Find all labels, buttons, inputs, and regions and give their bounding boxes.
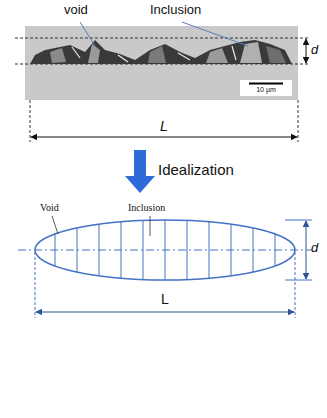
inclusion-band xyxy=(30,40,292,64)
dashed-guides xyxy=(35,252,295,318)
center-axis xyxy=(18,250,312,251)
scale-bar-ground xyxy=(240,80,292,96)
down-arrow xyxy=(125,150,155,193)
inclusion-facet xyxy=(240,42,262,63)
callout-label: Inclusion xyxy=(150,3,201,17)
dimension-label: d xyxy=(311,241,318,255)
callout-label: Void xyxy=(40,202,59,213)
dimension-label: L xyxy=(158,119,170,134)
scale-label: 10 µm xyxy=(256,86,276,94)
inclusion-facet xyxy=(266,46,286,63)
dimension-d xyxy=(306,39,307,63)
inclusion-facet xyxy=(206,48,228,63)
leader-lines xyxy=(80,22,248,46)
idealized-inclusion xyxy=(18,215,312,285)
leader-lines xyxy=(52,216,150,236)
inclusion-facet xyxy=(50,48,66,63)
dimension-label: L xyxy=(159,292,171,307)
dimension-l xyxy=(36,312,294,313)
step-label: Idealization xyxy=(158,162,234,179)
callout-label: Inclusion xyxy=(128,202,165,213)
scale-bar xyxy=(249,83,283,85)
dashed-guides xyxy=(15,38,308,142)
void-crack xyxy=(72,46,236,62)
micrograph-ground xyxy=(25,26,298,100)
dimension-label: d xyxy=(311,43,318,57)
dimension-l xyxy=(31,137,297,138)
dimension-d xyxy=(306,221,307,279)
callout-label: void xyxy=(64,3,88,17)
extension-ticks xyxy=(285,220,312,280)
micrograph xyxy=(25,26,298,100)
inclusion-facet xyxy=(148,46,166,63)
inclusion-facet xyxy=(88,44,100,63)
